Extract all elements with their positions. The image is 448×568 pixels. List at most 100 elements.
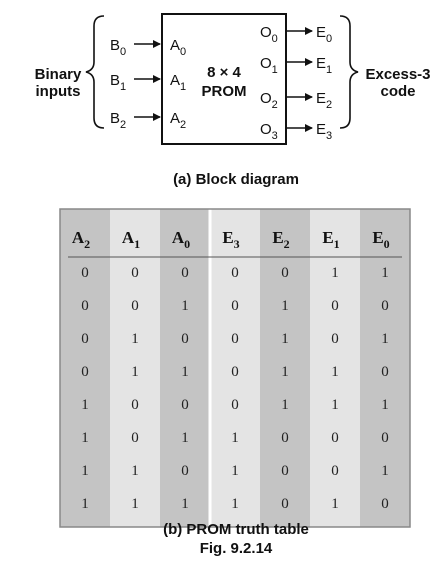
column-header-4-subscript: 2 bbox=[284, 237, 290, 251]
column-header-4: E2 bbox=[272, 228, 289, 251]
excess3-code-label-line1: Excess-3 bbox=[365, 66, 430, 83]
column-header-2-base: A bbox=[172, 228, 185, 247]
table-cell-r7-c3: 1 bbox=[231, 496, 239, 512]
output-label-0-subscript: 0 bbox=[326, 33, 332, 45]
table-cell-r4-c2: 0 bbox=[181, 397, 189, 413]
column-header-6: E0 bbox=[372, 228, 389, 251]
table-cell-r1-c0: 0 bbox=[81, 298, 89, 314]
table-cell-r7-c6: 0 bbox=[381, 496, 389, 512]
table-column-bg-2 bbox=[160, 209, 210, 527]
table-cell-r0-c4: 0 bbox=[281, 265, 289, 281]
chip-output-pin-0-base: O bbox=[260, 24, 272, 41]
output-label-3-base: E bbox=[316, 121, 326, 138]
table-cell-r6-c5: 0 bbox=[331, 463, 339, 479]
output-label-0: E0 bbox=[316, 24, 332, 45]
table-cell-r3-c2: 1 bbox=[181, 364, 189, 380]
table-cell-r4-c1: 0 bbox=[131, 397, 139, 413]
table-cell-r5-c1: 0 bbox=[131, 430, 139, 446]
column-header-6-subscript: 0 bbox=[384, 237, 390, 251]
left-brace bbox=[85, 15, 105, 129]
table-cell-r7-c0: 1 bbox=[81, 496, 89, 512]
chip-type-label: PROM bbox=[202, 83, 247, 100]
table-cell-r3-c1: 1 bbox=[131, 364, 139, 380]
column-header-2: A0 bbox=[172, 228, 190, 251]
column-header-5: E1 bbox=[322, 228, 339, 251]
table-cell-r2-c5: 0 bbox=[331, 331, 339, 347]
table-cell-r5-c0: 1 bbox=[81, 430, 89, 446]
chip-output-pin-3-subscript: 3 bbox=[272, 130, 278, 142]
table-cell-r0-c0: 0 bbox=[81, 265, 89, 281]
chip-input-pin-2-base: A bbox=[170, 110, 180, 127]
output-label-1: E1 bbox=[316, 55, 332, 76]
chip-output-pin-1-subscript: 1 bbox=[272, 64, 278, 76]
table-border bbox=[59, 208, 411, 528]
table-column-bg-0 bbox=[60, 209, 110, 527]
table-cell-r0-c1: 0 bbox=[131, 265, 139, 281]
chip-output-pin-0-subscript: 0 bbox=[272, 33, 278, 45]
output-label-2-subscript: 2 bbox=[326, 99, 332, 111]
chip-size-label: 8 × 4 bbox=[207, 64, 241, 81]
table-cell-r7-c2: 1 bbox=[181, 496, 189, 512]
column-header-0-subscript: 2 bbox=[84, 237, 90, 251]
table-cell-r0-c6: 1 bbox=[381, 265, 389, 281]
table-cell-r2-c1: 1 bbox=[131, 331, 139, 347]
column-header-3-base: E bbox=[222, 228, 233, 247]
chip-input-pin-1-subscript: 1 bbox=[180, 81, 186, 93]
output-label-2-base: E bbox=[316, 90, 326, 107]
chip-output-pin-1: O1 bbox=[260, 55, 278, 76]
table-cell-r2-c4: 1 bbox=[281, 331, 289, 347]
table-cell-r7-c4: 0 bbox=[281, 496, 289, 512]
input-label-0-base: B bbox=[110, 37, 120, 54]
column-header-6-base: E bbox=[372, 228, 383, 247]
table-cell-r7-c5: 1 bbox=[331, 496, 339, 512]
table-cell-r0-c2: 0 bbox=[181, 265, 189, 281]
column-header-2-subscript: 0 bbox=[184, 237, 190, 251]
column-header-0: A2 bbox=[72, 228, 90, 251]
table-cell-r1-c2: 1 bbox=[181, 298, 189, 314]
table-cell-r4-c6: 1 bbox=[381, 397, 389, 413]
table-cell-r6-c0: 1 bbox=[81, 463, 89, 479]
table-cell-r3-c0: 0 bbox=[81, 364, 89, 380]
column-header-1-base: A bbox=[122, 228, 135, 247]
table-cell-r0-c3: 0 bbox=[231, 265, 239, 281]
excess3-code-label-line2: code bbox=[380, 83, 415, 100]
chip-input-pin-0: A0 bbox=[170, 37, 186, 58]
table-cell-r5-c3: 1 bbox=[231, 430, 239, 446]
table-column-bg-1 bbox=[110, 209, 160, 527]
table-cell-r6-c3: 1 bbox=[231, 463, 239, 479]
table-cell-r4-c4: 1 bbox=[281, 397, 289, 413]
chip-output-pin-2-base: O bbox=[260, 90, 272, 107]
table-cell-r3-c4: 1 bbox=[281, 364, 289, 380]
table-cell-r3-c3: 0 bbox=[231, 364, 239, 380]
table-cell-r5-c5: 0 bbox=[331, 430, 339, 446]
table-cell-r2-c6: 1 bbox=[381, 331, 389, 347]
table-cell-r6-c6: 1 bbox=[381, 463, 389, 479]
chip-input-pin-2-subscript: 2 bbox=[180, 119, 186, 131]
column-header-5-base: E bbox=[322, 228, 333, 247]
column-header-5-subscript: 1 bbox=[334, 237, 340, 251]
table-cell-r1-c3: 0 bbox=[231, 298, 239, 314]
input-label-1-base: B bbox=[110, 72, 120, 89]
column-header-0-base: A bbox=[72, 228, 85, 247]
table-cell-r4-c5: 1 bbox=[331, 397, 339, 413]
figure-number: Fig. 9.2.14 bbox=[200, 540, 273, 557]
output-label-1-base: E bbox=[316, 55, 326, 72]
table-cell-r6-c4: 0 bbox=[281, 463, 289, 479]
table-cell-r4-c3: 0 bbox=[231, 397, 239, 413]
chip-output-pin-2: O2 bbox=[260, 90, 278, 111]
table-column-bg-3 bbox=[210, 209, 260, 527]
table-cell-r6-c1: 1 bbox=[131, 463, 139, 479]
truth-table-caption: (b) PROM truth table bbox=[163, 521, 309, 538]
table-cell-r2-c3: 0 bbox=[231, 331, 239, 347]
input-label-0: B0 bbox=[110, 37, 126, 58]
input-label-1: B1 bbox=[110, 72, 126, 93]
table-column-bg-4 bbox=[260, 209, 310, 527]
right-brace bbox=[339, 15, 359, 129]
input-label-0-subscript: 0 bbox=[120, 46, 126, 58]
input-label-2-base: B bbox=[110, 110, 120, 127]
input-label-2-subscript: 2 bbox=[120, 119, 126, 131]
chip-input-pin-0-base: A bbox=[170, 37, 180, 54]
column-header-1-subscript: 1 bbox=[134, 237, 140, 251]
